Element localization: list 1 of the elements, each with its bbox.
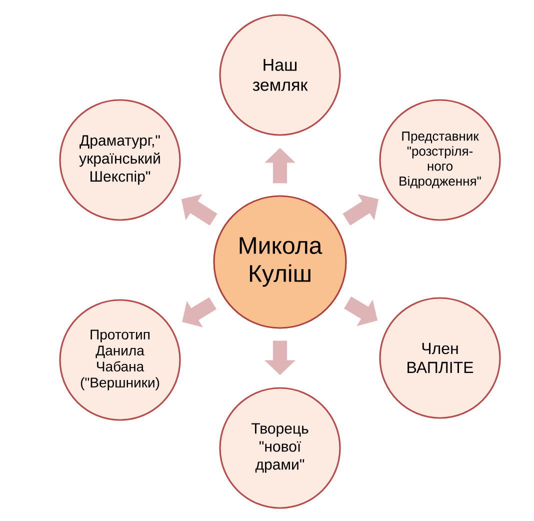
block-arrow [182, 297, 216, 328]
